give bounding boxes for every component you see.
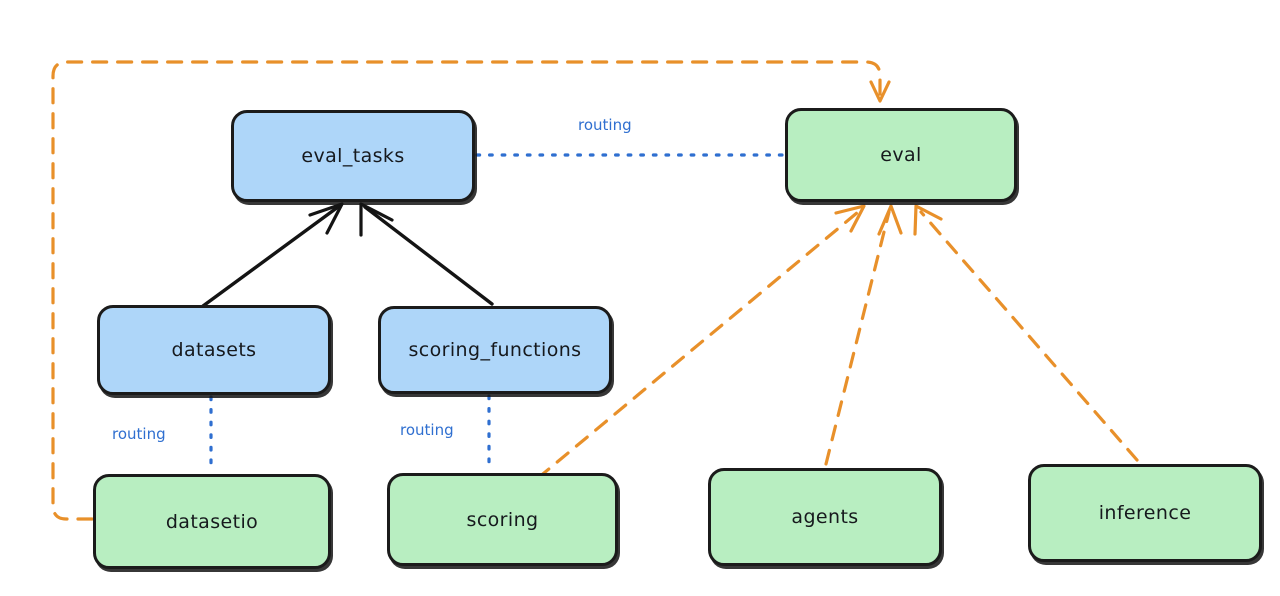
node-scoring[interactable]: scoring (387, 473, 618, 566)
node-datasets[interactable]: datasets (97, 305, 331, 395)
node-label-agents: agents (791, 506, 859, 528)
edge-agents-to-eval (824, 204, 903, 466)
edge-datasets-to-eval_tasks (201, 202, 344, 308)
edge-inference-to-eval (913, 204, 1139, 462)
node-datasetio[interactable]: datasetio (93, 474, 331, 569)
node-label-eval: eval (880, 144, 922, 166)
node-label-datasets: datasets (171, 339, 257, 361)
edge-label-routing-scoring-functions: routing (400, 421, 454, 439)
node-eval_tasks[interactable]: eval_tasks (231, 110, 475, 202)
node-label-scoring: scoring (466, 508, 539, 531)
node-label-datasetio: datasetio (165, 510, 259, 533)
node-label-inference: inference (1098, 502, 1192, 524)
node-inference[interactable]: inference (1028, 464, 1262, 562)
edge-label-routing-datasets: routing (112, 425, 166, 443)
node-scoring_functions[interactable]: scoring_functions (378, 306, 612, 394)
edge-label-routing-eval-tasks: routing (578, 116, 632, 134)
node-label-eval_tasks: eval_tasks (301, 145, 405, 167)
node-label-scoring_functions: scoring_functions (408, 339, 582, 361)
node-eval[interactable]: eval (785, 108, 1017, 202)
edge-scoring_functions-to-eval_tasks (359, 202, 494, 306)
node-agents[interactable]: agents (708, 468, 942, 566)
